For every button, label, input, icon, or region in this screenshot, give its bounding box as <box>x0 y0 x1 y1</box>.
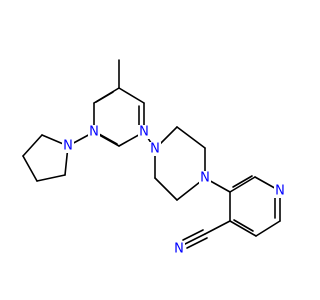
pyrrolidine-n-label: N <box>62 139 74 154</box>
bond-pyrrolidine <box>36 174 66 182</box>
bond-pyridine <box>229 220 257 237</box>
bond-nitrile-single <box>204 220 231 235</box>
bond-pyrimidine-double <box>98 133 118 145</box>
pyridine-n-text: N <box>275 184 285 199</box>
bond-nitrile-triple <box>182 229 204 241</box>
molecule-structure-diagram: N N N N N N N <box>22 59 286 257</box>
bond-nitrile-triple <box>184 233 206 245</box>
bond-piperazine <box>154 177 178 201</box>
pyridine-n-label: N <box>274 184 286 199</box>
nitrile-n-text: N <box>174 242 184 257</box>
bond-pyrrolidine <box>22 134 43 157</box>
pyrrolidine-n-text: N <box>63 139 73 154</box>
piperazine-n1-label: N <box>149 142 161 157</box>
bond-pyridine <box>229 176 256 193</box>
bond-piperazine <box>176 126 206 149</box>
pyrimidine-n3-text: N <box>89 125 99 140</box>
atom-labels: N N N N N N N <box>62 125 286 257</box>
bond-pyridine <box>255 220 281 237</box>
piperazine-n4-text: N <box>200 171 210 186</box>
pyrimidine-n1-text: N <box>139 125 149 140</box>
bond-pyrimidine <box>118 87 145 104</box>
pyrimidine-n1-label: N <box>138 125 150 140</box>
piperazine-n4-label: N <box>199 171 211 186</box>
bond-nitrile-triple <box>186 237 208 249</box>
piperazine-n1-text: N <box>150 142 160 157</box>
nitrile-n-label: N <box>173 242 185 257</box>
bond-pyrimidine-double <box>95 91 114 103</box>
pyrimidine-n3-label: N <box>88 125 100 140</box>
bond-pyridine-double <box>233 219 254 232</box>
bond-pyridine-double <box>232 175 253 188</box>
bond-pyrrolidine <box>22 155 38 182</box>
